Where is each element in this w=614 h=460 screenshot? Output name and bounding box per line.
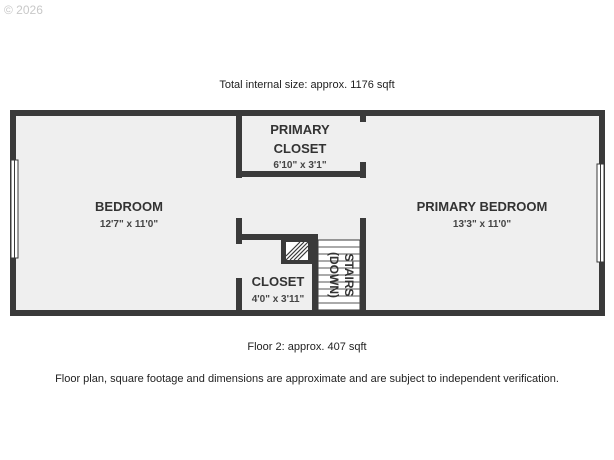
stairs-label-line2: (DOWN)	[327, 252, 341, 298]
door-opening	[236, 178, 242, 218]
primary-closet-label-line1: PRIMARY	[270, 122, 330, 137]
window-left	[10, 159, 19, 259]
chimney-hatch	[285, 241, 309, 261]
total-size-caption: Total internal size: approx. 1176 sqft	[219, 79, 395, 91]
stairs-label: STAIRS (DOWN)	[327, 252, 356, 298]
primary-closet-label-line2: CLOSET	[274, 141, 327, 156]
primary-bedroom-dims: 13'3" x 11'0"	[453, 219, 511, 230]
door-opening	[360, 122, 366, 162]
closet-label: CLOSET	[252, 274, 305, 289]
bedroom-dims: 12'7" x 11'0"	[100, 219, 158, 230]
copyright-watermark: © 2026	[4, 3, 43, 17]
disclaimer-caption: Floor plan, square footage and dimension…	[55, 373, 559, 385]
wall-small-closet-right	[312, 234, 318, 310]
floor-size-caption: Floor 2: approx. 407 sqft	[247, 341, 367, 353]
stairs	[317, 239, 361, 311]
primary-bedroom-label: PRIMARY BEDROOM	[417, 199, 548, 214]
door-opening	[236, 244, 242, 278]
wall-small-closet-top	[242, 234, 318, 240]
primary-closet-dims: 6'10" x 3'1"	[273, 160, 326, 171]
wall-closet-bottom	[242, 171, 360, 177]
stairs-label-line1: STAIRS	[342, 253, 356, 296]
closet-dims: 4'0" x 3'11"	[252, 294, 305, 305]
window-right	[596, 163, 605, 263]
floor-area	[16, 116, 599, 310]
bedroom-label: BEDROOM	[95, 199, 163, 214]
door-opening	[360, 178, 366, 218]
